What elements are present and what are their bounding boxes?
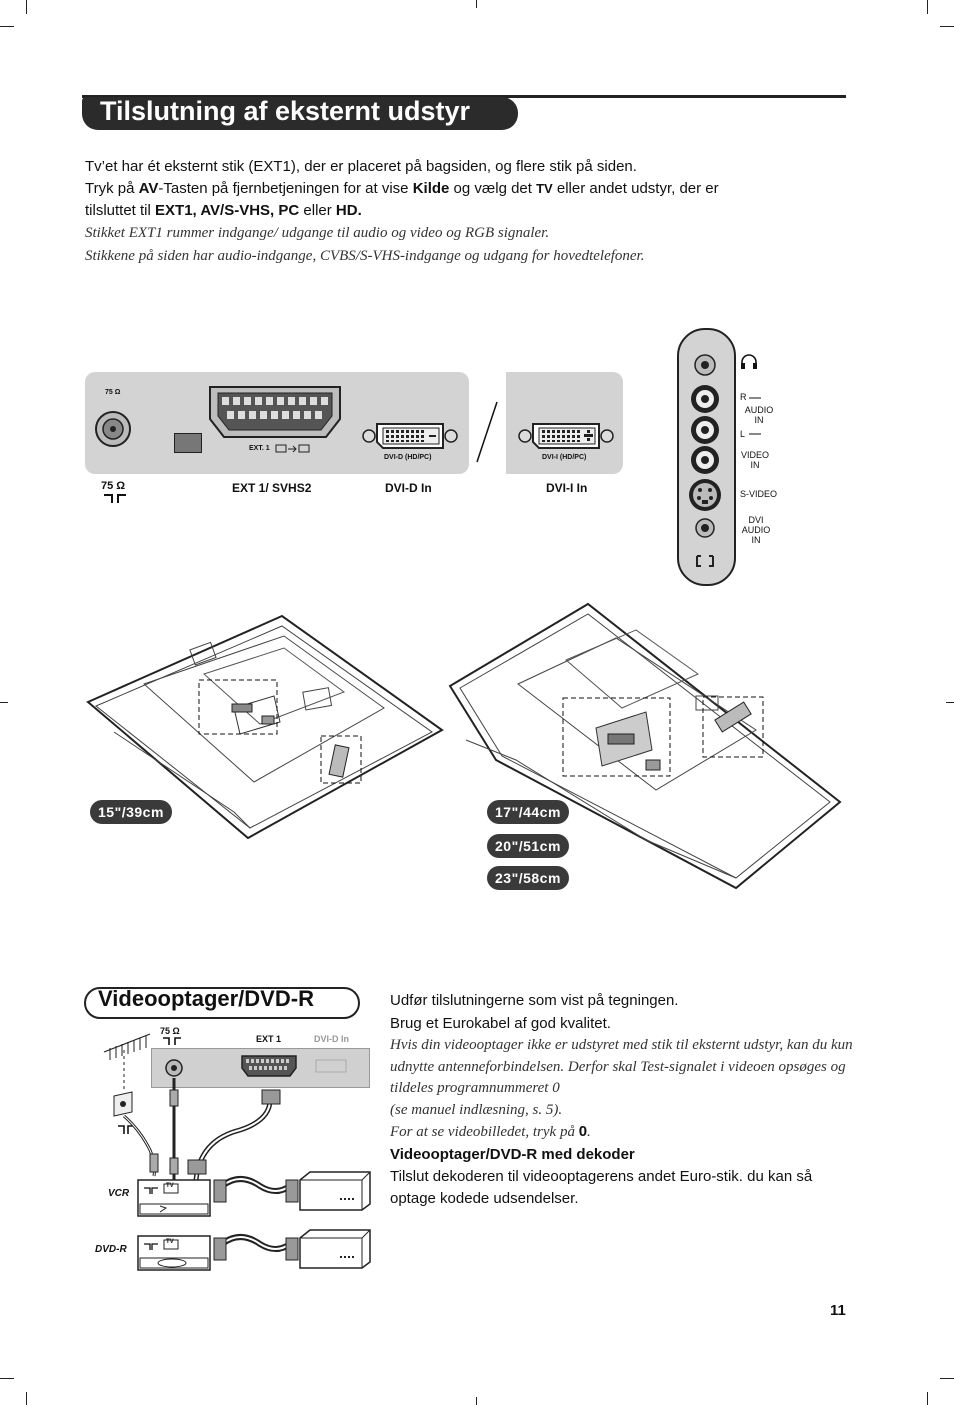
crop-mark xyxy=(0,1378,14,1379)
side-label-video-in: VIDEO IN xyxy=(740,450,769,470)
diagram-vcr-label: VCR xyxy=(108,1188,130,1199)
diagram-dvid-label: DVI-D In xyxy=(314,1034,349,1044)
diagram-ext1-label: EXT 1 xyxy=(256,1034,282,1044)
roof-antenna-icon xyxy=(103,1033,151,1092)
side-label-dvi-audio-in: DVI AUDIO IN xyxy=(741,515,771,545)
diagram-dvdr-label: DVD-R xyxy=(95,1244,127,1255)
dvi-i-small-label: DVI-I (HD/PC) xyxy=(542,454,587,461)
intro-text: Tv’et har ét eksternt stik (EXT1), der e… xyxy=(85,156,825,268)
tv-17-23-back-illustration xyxy=(448,602,842,890)
side-bracket-icon xyxy=(696,555,714,567)
diagram-tv-label-1: TV xyxy=(166,1183,174,1189)
dvi-audio-jack xyxy=(695,518,715,538)
intro-line-3: tilsluttet til EXT1, AV/S-VHS, PC eller … xyxy=(85,202,362,219)
crop-mark xyxy=(476,0,477,8)
crop-mark xyxy=(927,0,928,14)
antenna-symbol-icon xyxy=(104,494,126,503)
page-number: 11 xyxy=(830,1302,846,1319)
side-label-s-video: S-VIDEO xyxy=(740,489,778,499)
ext1-svhs2-label: EXT 1/ SVHS2 xyxy=(232,481,312,495)
intro-note-2: Stikkene på siden har audio-indgange, CV… xyxy=(85,248,645,264)
ext1-small-label: EXT. 1 xyxy=(249,445,270,452)
ext1-io-icon xyxy=(275,444,310,453)
vcr-device xyxy=(137,1179,211,1217)
bracket-line xyxy=(749,397,761,435)
dvd-recorder-device xyxy=(137,1235,211,1271)
dvi-i-connector-icon xyxy=(518,423,614,449)
side-label-l: L xyxy=(740,429,746,439)
intro-line-1: Tv’et har ét eksternt stik (EXT1), der e… xyxy=(85,158,637,175)
side-jacks xyxy=(689,354,721,567)
crop-mark xyxy=(946,702,954,703)
scart-connector-icon xyxy=(209,386,341,438)
vcr-subheading: Videooptager/DVD-R med dekoder xyxy=(390,1145,635,1163)
size-badge-23: 23"/58cm xyxy=(487,866,569,890)
vcr-italic-3: For at se videobilledet, tryk på 0. xyxy=(390,1123,591,1140)
antenna-ohm-small: 75 Ω xyxy=(105,389,121,396)
intro-note-1: Stikket EXT1 rummer indgange/ udgange ti… xyxy=(85,225,550,241)
crop-mark xyxy=(940,26,954,27)
size-badge-15: 15"/39cm xyxy=(90,800,172,824)
vcr-p3: Tilslut dekoderen til videooptagerens an… xyxy=(390,1167,813,1207)
decoder-device-2 xyxy=(299,1229,371,1269)
video-in-jack xyxy=(691,446,719,474)
antenna-ohm-label: 75 Ω xyxy=(101,480,126,492)
crop-mark xyxy=(927,1392,928,1405)
dvi-d-connector-icon xyxy=(362,423,458,449)
diagram-tv-panel xyxy=(151,1048,370,1088)
antenna-socket-icon xyxy=(95,411,131,447)
intro-line-2: Tryk på AV-Tasten på fjernbetjeningen fo… xyxy=(85,180,719,197)
size-badge-17: 17"/44cm xyxy=(487,800,569,824)
crop-mark xyxy=(0,702,8,703)
diagram-tv-label-2: TV xyxy=(166,1239,174,1245)
size-badge-20: 20"/51cm xyxy=(487,834,569,858)
audio-r-jack xyxy=(691,385,719,413)
vcr-p2: Brug et Eurokabel af god kvalitet. xyxy=(390,1015,611,1032)
crop-mark xyxy=(26,1392,27,1405)
side-label-audio-in: AUDIO IN xyxy=(744,405,774,425)
vcr-italic-1: Hvis din videooptager ikke er udstyret m… xyxy=(390,1037,853,1096)
vcr-section-text: Udfør tilslutningerne som vist på tegnin… xyxy=(390,990,860,1210)
section-title-frame xyxy=(84,987,360,1019)
crop-mark xyxy=(476,1397,477,1405)
headphone-icon xyxy=(741,354,757,369)
diagram-antenna-symbol-icon xyxy=(163,1037,181,1045)
dvi-i-in-label: DVI-I In xyxy=(546,481,588,495)
title-banner xyxy=(82,97,518,130)
crop-mark xyxy=(940,1378,954,1379)
button-square xyxy=(174,433,202,453)
s-video-jack xyxy=(689,479,721,511)
diagram-connectors xyxy=(103,1033,371,1271)
crop-mark xyxy=(0,26,14,27)
crop-mark xyxy=(26,0,27,14)
dvi-d-in-label: DVI-D In xyxy=(385,481,432,495)
section-title: Videooptager/DVD-R xyxy=(98,986,314,1011)
decoder-device-1 xyxy=(299,1171,371,1211)
diagram-ohm-label: 75 Ω xyxy=(160,1026,180,1036)
headphone-jack xyxy=(694,354,716,376)
page-title: Tilslutning af eksternt udstyr xyxy=(100,96,471,126)
tv-15-back-illustration xyxy=(86,614,444,840)
vcr-italic-2: (se manuel indlæsning, s. 5). xyxy=(390,1101,563,1118)
audio-l-jack xyxy=(691,416,719,444)
side-label-r: R xyxy=(740,392,747,402)
vcr-p1: Udfør tilslutningerne som vist på tegnin… xyxy=(390,992,679,1009)
wall-socket-icon xyxy=(113,1091,134,1134)
dvi-d-small-label: DVI-D (HD/PC) xyxy=(384,454,432,461)
title-rule xyxy=(82,95,846,98)
